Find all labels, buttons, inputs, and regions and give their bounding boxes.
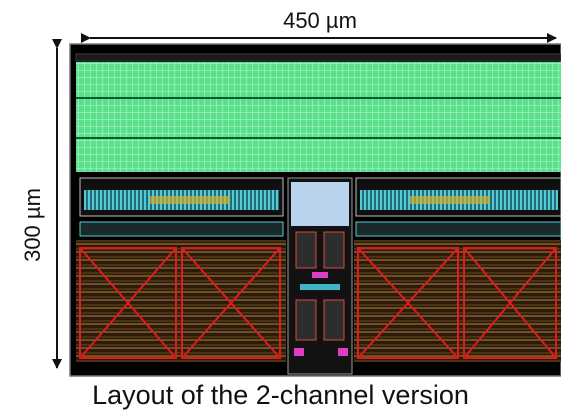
right-pad-1 <box>357 247 459 359</box>
center-cell <box>295 299 317 341</box>
height-label: 300 µm <box>20 188 45 262</box>
width-label: 450 µm <box>283 8 357 33</box>
right-pad-2 <box>463 247 557 359</box>
top-edge-strip <box>75 53 561 62</box>
figure-caption: Layout of the 2-channel version <box>92 380 469 410</box>
center-magenta-mark <box>338 348 348 356</box>
center-cell <box>323 231 345 269</box>
left-channel-wiring <box>150 196 230 204</box>
center-blue-block <box>291 182 349 226</box>
left-interconnect <box>79 221 284 237</box>
right-interconnect <box>355 221 561 237</box>
left-pad-1-cross <box>79 247 177 359</box>
center-cell <box>295 231 317 269</box>
left-pad-2-cross <box>181 247 281 359</box>
center-magenta-mark <box>294 348 304 356</box>
chip-boundary <box>69 43 561 377</box>
chip-layout <box>69 43 561 377</box>
left-pad-2 <box>181 247 281 359</box>
center-cyan-trace <box>300 284 340 290</box>
center-cell <box>323 299 345 341</box>
right-pad-1-cross <box>357 247 459 359</box>
left-pad-1 <box>79 247 177 359</box>
right-channel-wiring <box>410 196 490 204</box>
top-metal-grid <box>76 62 561 172</box>
right-pad-2-cross <box>463 247 557 359</box>
center-magenta-mark <box>312 272 328 278</box>
